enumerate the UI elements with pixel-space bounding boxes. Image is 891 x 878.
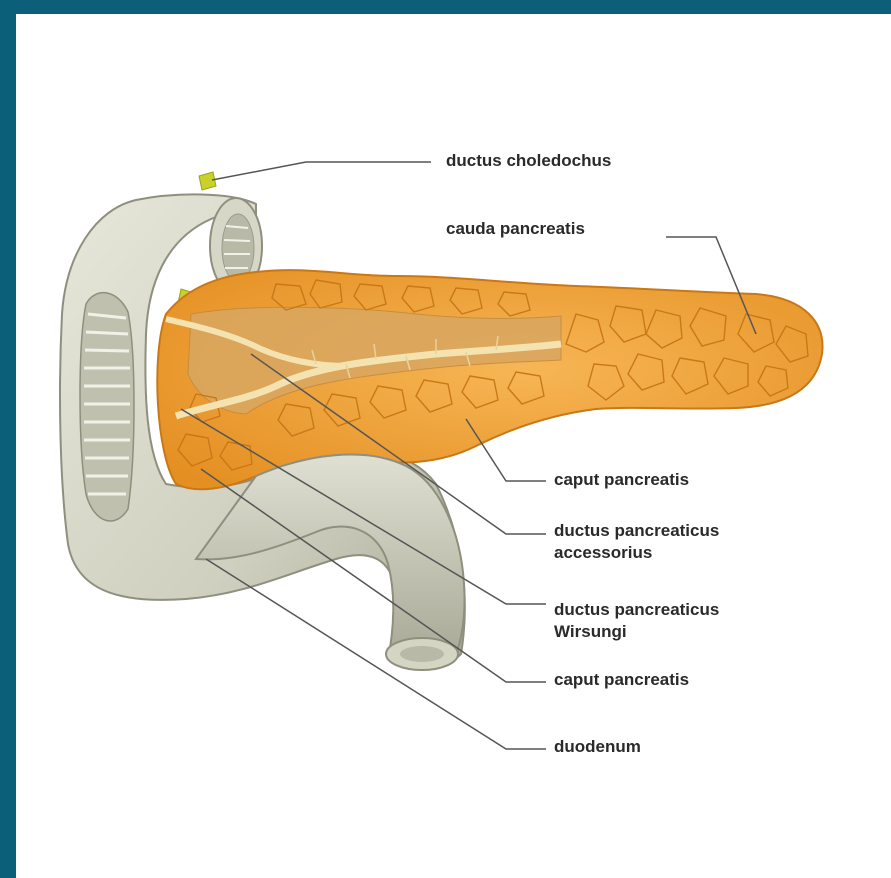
label-duodenum: duodenum xyxy=(554,736,641,758)
figure-frame: ductus choledochus cauda pancreatis capu… xyxy=(16,14,891,878)
bile-duct xyxy=(199,172,216,190)
label-ductus-pancreaticus-wirsungi-line1: ductus pancreaticus xyxy=(554,599,719,621)
pancreas-anatomy-illustration xyxy=(16,14,891,878)
label-ductus-pancreaticus-accessorius-line1: ductus pancreaticus xyxy=(554,520,719,542)
label-ductus-choledochus: ductus choledochus xyxy=(446,150,611,172)
label-caput-pancreatis-upper: caput pancreatis xyxy=(554,469,689,491)
label-caput-pancreatis-lower: caput pancreatis xyxy=(554,669,689,691)
label-cauda-pancreatis: cauda pancreatis xyxy=(446,218,585,240)
label-ductus-pancreaticus-accessorius-line2: accessorius xyxy=(554,542,652,564)
label-ductus-pancreaticus-wirsungi-line2: Wirsungi xyxy=(554,621,627,643)
duodenum-lumen xyxy=(80,293,134,521)
